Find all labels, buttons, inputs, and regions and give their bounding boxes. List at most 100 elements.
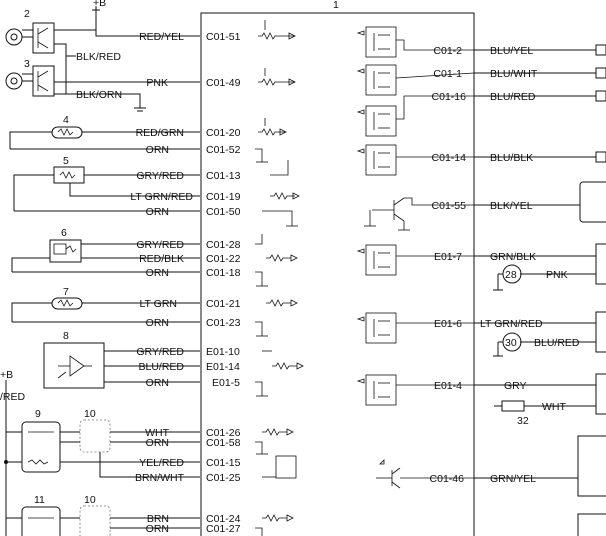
pin-label: C01-14	[432, 152, 467, 164]
wire-color: WHT	[542, 401, 566, 413]
wire-color: YEL/RED	[139, 457, 184, 469]
pin-label: C01-55	[432, 200, 467, 212]
supply-lower: +B /RED	[0, 369, 26, 536]
driver-5	[364, 197, 410, 231]
pin-label: C01-52	[206, 144, 241, 156]
component-5: 5	[53, 155, 85, 184]
pin-label: C01-27	[206, 523, 241, 535]
pin-label: E01-4	[434, 380, 462, 392]
wire-color: LT GRN/RED	[130, 191, 193, 203]
component-10: 10	[79, 408, 111, 453]
pin-label: E01-10	[206, 346, 240, 358]
pin-label: C01-50	[206, 206, 241, 218]
wire-color: LT GRN	[139, 298, 177, 310]
pin-label: C01-22	[206, 253, 241, 265]
supply-wire-label: /RED	[0, 391, 26, 403]
pin-label: C01-21	[206, 298, 241, 310]
component-10-number: 10	[84, 408, 96, 420]
wire-color: GRY/RED	[136, 239, 184, 251]
pin-label: E01-7	[434, 251, 462, 263]
wire-color: ORN	[146, 206, 169, 218]
pin-label: E01-5	[212, 377, 240, 389]
component-6: 6	[49, 227, 82, 263]
wire-color: ORN	[146, 523, 169, 535]
driver-2	[356, 64, 397, 96]
pin-label: C01-1	[433, 68, 462, 80]
pin-label: C01-46	[430, 473, 465, 485]
component-10-lower: 10	[79, 494, 111, 536]
ecu-left-internals	[255, 20, 304, 536]
wire-color: WHT	[145, 427, 169, 439]
pin-label: C01-25	[206, 472, 241, 484]
wire-color: BRN	[147, 513, 169, 525]
ecu-right-internals	[356, 26, 475, 489]
wire-color: GRN/YEL	[490, 473, 536, 485]
driver-1	[356, 26, 397, 58]
component-2-number: 2	[24, 8, 30, 20]
pin-label: C01-2	[433, 45, 462, 57]
wire-color: GRY/RED	[136, 346, 184, 358]
wire-color: BLK/ORN	[76, 89, 122, 101]
right-wire-labels: C01-2 BLU/YEL C01-1 BLU/WHT C01-16 BLU/R…	[430, 45, 580, 485]
wire-color: ORN	[146, 317, 169, 329]
component-8: 8	[43, 330, 105, 389]
wire-color: ORN	[146, 267, 169, 279]
component-9: 9	[21, 408, 61, 473]
driver-4	[356, 144, 397, 176]
component-7: 7	[51, 286, 83, 310]
component-5-number: 5	[63, 155, 69, 167]
wire-color: BLU/WHT	[490, 68, 538, 80]
pin-label: C01-13	[206, 170, 241, 182]
component-11-number: 11	[34, 494, 45, 506]
wire-color: RED/BLK	[139, 253, 184, 265]
supply-label: +B	[93, 0, 106, 9]
wire-color: BLK/YEL	[490, 200, 533, 212]
pin-label: C01-51	[206, 31, 241, 43]
pin-label: C01-49	[206, 77, 241, 89]
supply-top: +B	[92, 0, 106, 36]
driver-9	[376, 459, 401, 489]
pin-label: C01-24	[206, 513, 241, 525]
supply-label-lower: +B	[0, 369, 13, 381]
ecu-number: 1	[333, 0, 339, 11]
component-30-number: 30	[505, 337, 517, 349]
wire-color: RED/YEL	[139, 31, 184, 43]
wire-color: LT GRN/RED	[480, 318, 543, 330]
left-wire-labels: RED/YEL C01-51 BLK/RED PNK C01-49 BLK/OR…	[76, 31, 241, 535]
component-32-number: 32	[517, 415, 529, 427]
driver-8	[356, 374, 397, 406]
wire-color: ORN	[146, 144, 169, 156]
pin-label: C01-16	[432, 91, 467, 103]
right-wiring-lines: 28 30 32	[474, 44, 606, 536]
component-8-number: 8	[63, 330, 69, 342]
component-4-number: 4	[63, 114, 69, 126]
component-2: 2	[5, 8, 55, 54]
pin-label: C01-58	[206, 437, 241, 449]
wire-color: PNK	[546, 269, 568, 281]
component-3: 3	[5, 58, 55, 97]
wire-color: GRN/BLK	[490, 251, 536, 263]
pin-label: C01-23	[206, 317, 241, 329]
component-6-number: 6	[61, 227, 67, 239]
wire-color: BLU/YEL	[490, 45, 533, 57]
wire-color: BLK/RED	[76, 51, 121, 63]
component-10-lower-number: 10	[84, 494, 96, 506]
wire-color: BRN/WHT	[135, 472, 185, 484]
wire-color: BLU/RED	[534, 337, 580, 349]
wire-color: ORN	[146, 437, 169, 449]
left-wiring-lines	[9, 29, 200, 529]
component-4: 4	[51, 114, 83, 139]
component-7-number: 7	[63, 286, 69, 298]
pin-label: E01-14	[206, 361, 240, 373]
wire-color: PNK	[146, 77, 168, 89]
pin-label: E01-6	[434, 318, 462, 330]
driver-6	[356, 244, 397, 276]
pin-label: C01-20	[206, 127, 241, 139]
pin-label: C01-28	[206, 239, 241, 251]
component-11: 11	[21, 494, 61, 536]
component-28-number: 28	[505, 269, 517, 281]
wire-color: GRY/RED	[136, 170, 184, 182]
wire-color: BLU/BLK	[490, 152, 533, 164]
wire-color: BLU/RED	[490, 91, 536, 103]
